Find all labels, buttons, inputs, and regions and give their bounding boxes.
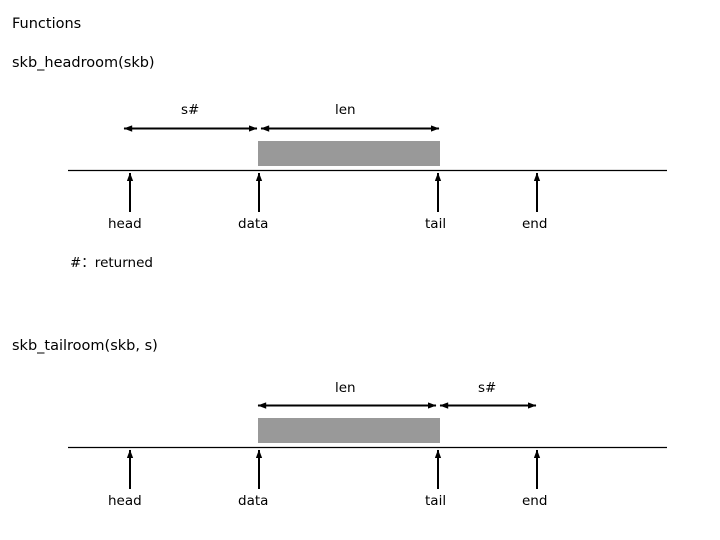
pointer-label-tailroom-tail: tail	[425, 493, 447, 509]
pointer-label-tailroom-head: head	[108, 493, 142, 509]
section-signature-headroom: skb_headroom(skb)	[12, 55, 155, 71]
section-signature-tailroom: skb_tailroom(skb, s)	[12, 338, 158, 354]
legend-returned: #：returned	[70, 255, 153, 271]
buffer-bar-tailroom	[258, 418, 440, 443]
pointer-label-headroom-data: data	[238, 216, 269, 232]
measure-label-headroom-len: len	[335, 102, 356, 118]
measure-label-tailroom-len: len	[335, 380, 356, 396]
pointer-label-tailroom-end: end	[522, 493, 548, 509]
measure-label-tailroom-s: s#	[478, 380, 497, 396]
buffer-bar-headroom	[258, 141, 440, 166]
pointer-label-headroom-head: head	[108, 216, 142, 232]
pointer-label-headroom-tail: tail	[425, 216, 447, 232]
pointer-label-headroom-end: end	[522, 216, 548, 232]
measure-label-headroom-s: s#	[181, 102, 200, 118]
page-title: Functions	[12, 16, 82, 32]
pointer-label-tailroom-data: data	[238, 493, 269, 509]
